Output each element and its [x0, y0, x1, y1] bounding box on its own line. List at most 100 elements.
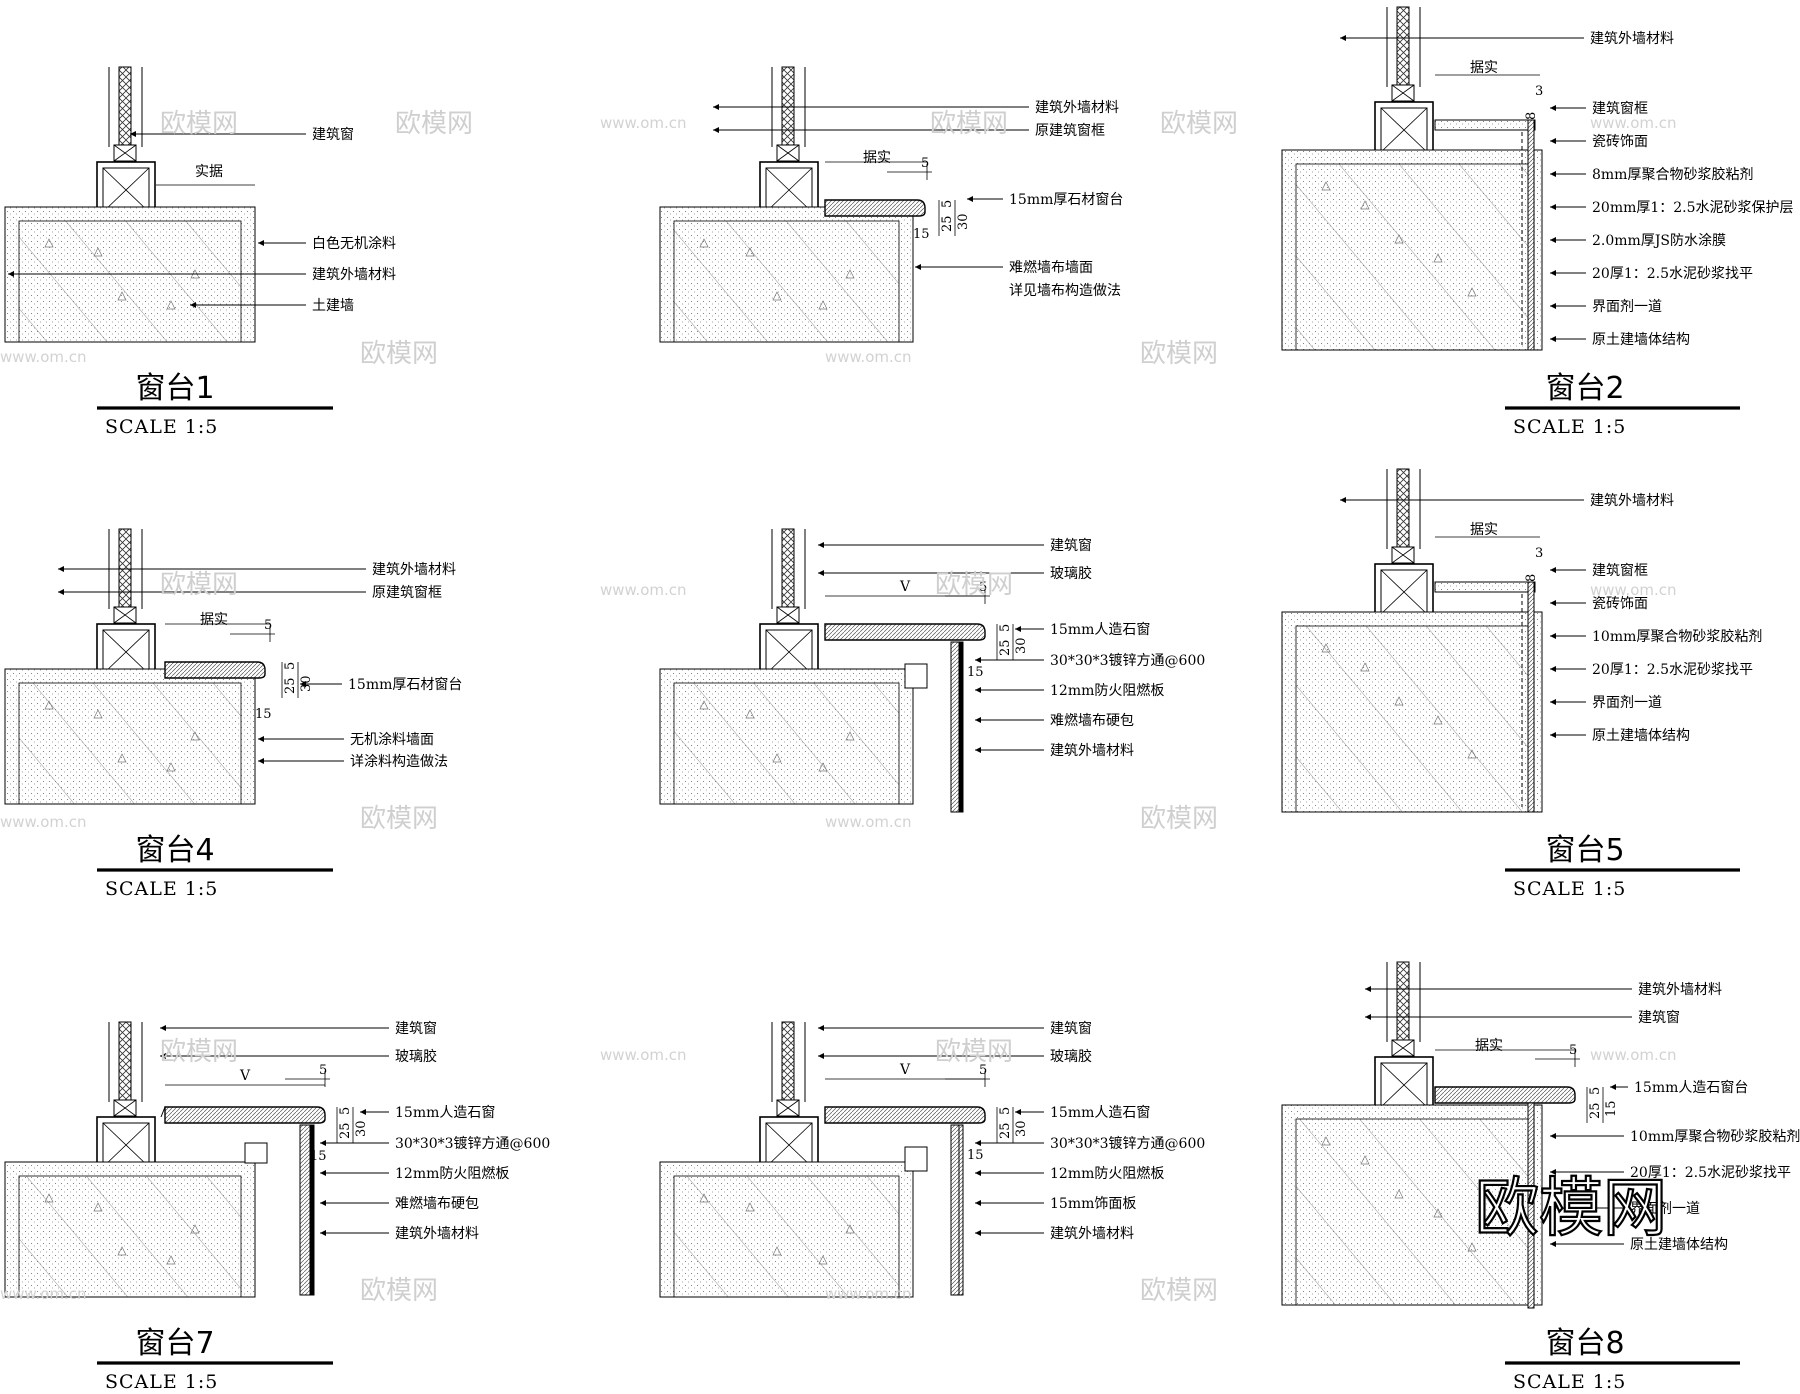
leader-arrow — [1550, 567, 1556, 573]
dim-label: 25 — [940, 215, 955, 232]
steel-tube — [904, 1146, 928, 1172]
callout-label: 原建筑窗框 — [372, 584, 442, 601]
watermark-brand: 欧模网 — [360, 1276, 438, 1306]
stone-sill — [824, 623, 986, 641]
detail-title: 窗台7 — [135, 1326, 214, 1361]
aggregate-mark — [1321, 1136, 1331, 1146]
dim-label: 据实 — [1470, 522, 1498, 538]
wall-structure — [18, 220, 242, 343]
aggregate-mark — [772, 291, 782, 301]
wall-structure — [1295, 625, 1529, 813]
wall-structure — [673, 1175, 900, 1298]
stone-sill — [164, 661, 266, 679]
leader-arrow — [360, 1109, 366, 1115]
leader-arrow — [975, 717, 981, 723]
dim-label: 25 — [283, 677, 298, 694]
dim-label: 5 — [1569, 1043, 1577, 1058]
callout-label: 20厚1：2.5水泥砂浆找平 — [1592, 266, 1753, 282]
watermark-brand: 欧模网 — [1140, 1276, 1218, 1306]
leader-arrow — [1550, 237, 1556, 243]
callout-label: 15mm人造石窗 — [1050, 621, 1150, 638]
leader-arrow — [975, 1200, 981, 1206]
detail-9: 窗台9SCALE 1:5据实525155建筑外墙材料建筑窗15mm人造石窗台10… — [1281, 961, 1800, 1309]
watermark-brand: 欧模网 — [360, 804, 438, 834]
leader-arrow — [915, 264, 921, 270]
dim-label: 15 — [967, 1148, 984, 1163]
leader-arrow — [130, 131, 136, 137]
callout-label: 12mm防火阻燃板 — [1050, 682, 1164, 699]
aggregate-mark — [1360, 200, 1370, 210]
stone-sill — [1434, 1086, 1576, 1104]
dim-label: 5 — [319, 1063, 327, 1078]
window-glass — [1396, 6, 1410, 88]
aggregate-mark — [1467, 287, 1477, 297]
line — [1391, 84, 1415, 102]
callout-label: 20mm厚1：2.5水泥砂浆保护层 — [1592, 200, 1794, 216]
window-glass — [1396, 961, 1410, 1043]
aggregate-mark — [1360, 1155, 1370, 1165]
fire-board — [950, 641, 960, 813]
leader-arrow — [1550, 1133, 1556, 1139]
watermark-site: www.om.cn — [0, 1285, 87, 1303]
callout-label: 15mm人造石窗台 — [1634, 1079, 1748, 1096]
callout-label: 难燃墙布硬包 — [1050, 712, 1134, 729]
leader-arrow — [160, 1025, 166, 1031]
line — [113, 144, 137, 162]
callout-label: 难燃墙布硬包 — [395, 1195, 479, 1212]
fabric-panel — [309, 1124, 315, 1296]
stone-sill — [824, 199, 926, 217]
detail-title: 窗台2 — [1545, 371, 1624, 406]
window-glass — [781, 1021, 795, 1103]
watermark-site: www.om.cn — [825, 1285, 912, 1303]
watermark-site: www.om.cn — [600, 1046, 687, 1064]
callout-label: 12mm防火阻燃板 — [1050, 1165, 1164, 1182]
line — [1391, 1039, 1415, 1057]
leader-arrow — [818, 570, 824, 576]
callout-label: 10mm厚聚合物砂浆胶粘剂 — [1592, 628, 1762, 645]
wall-structure — [673, 682, 900, 805]
aggregate-mark — [166, 1255, 176, 1265]
leader-arrow — [1550, 600, 1556, 606]
dim-label: 实据 — [195, 164, 223, 180]
aggregate-mark — [699, 1193, 709, 1203]
dim-label: 5 — [979, 1063, 987, 1078]
watermark-site: www.om.cn — [825, 348, 912, 366]
dim-label: 据实 — [863, 150, 891, 166]
leader-arrow — [320, 1170, 326, 1176]
callout-label: 15mm人造石窗 — [1050, 1104, 1150, 1121]
aggregate-mark — [93, 1202, 103, 1212]
aggregate-mark — [1360, 662, 1370, 672]
stone-sill — [164, 1106, 326, 1124]
line — [102, 167, 150, 213]
line — [102, 1122, 150, 1168]
line — [1380, 569, 1428, 615]
callout-label: 建筑外墙材料 — [1050, 1226, 1134, 1242]
leader-arrow — [320, 1140, 326, 1146]
leader-arrow — [1610, 1084, 1616, 1090]
dim-label: 5 — [998, 1107, 1013, 1115]
callout-label: 难燃墙布墙面 — [1009, 259, 1093, 276]
leader-arrow — [320, 1230, 326, 1236]
dim-label: 25 — [998, 639, 1013, 656]
callout-label: 15mm人造石窗 — [395, 1104, 495, 1121]
watermark-brand: 欧模网 — [160, 570, 238, 600]
watermark-site: www.om.cn — [0, 348, 87, 366]
callout-label: 建筑窗 — [1050, 1020, 1092, 1037]
watermark-brand: 欧模网 — [360, 339, 438, 369]
callout-label: 2.0mm厚JS防水涂膜 — [1592, 233, 1726, 249]
callout-label: 建筑窗 — [1638, 1009, 1680, 1026]
watermark-brand: 欧模网 — [395, 109, 473, 139]
aggregate-mark — [117, 753, 127, 763]
dim-label: 15 — [913, 227, 930, 242]
aggregate-mark — [772, 753, 782, 763]
leader-arrow — [975, 657, 981, 663]
watermark-site: www.om.cn — [600, 114, 687, 132]
dim-label: 30 — [1014, 1120, 1029, 1137]
scale-note: SCALE 1:5 — [105, 1371, 218, 1393]
scale-note: SCALE 1:5 — [105, 878, 218, 900]
line — [776, 1099, 800, 1117]
aggregate-mark — [818, 1255, 828, 1265]
line — [1380, 1062, 1428, 1108]
